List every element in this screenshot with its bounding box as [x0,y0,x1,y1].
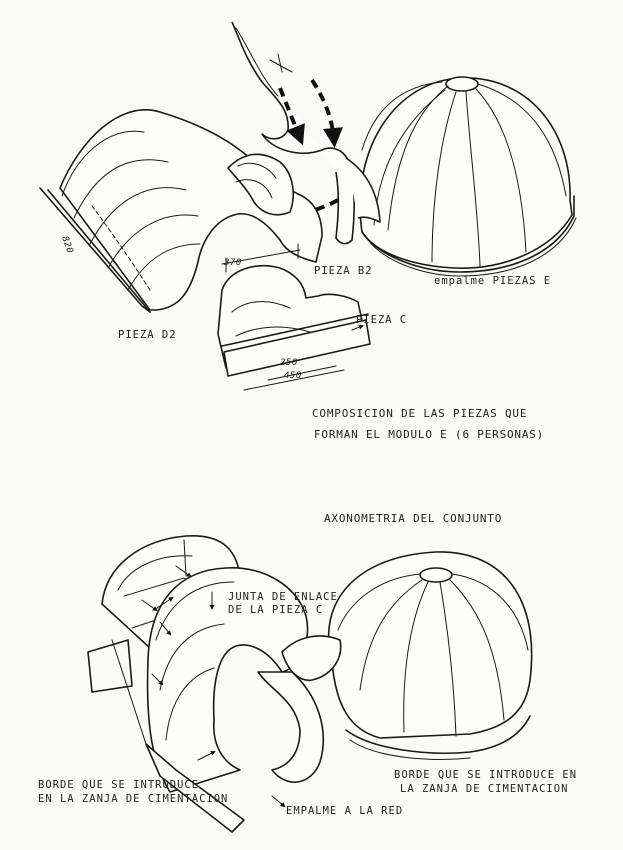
label-empalme-a-la-red: EMPALME A LA RED [286,805,404,817]
label-empalme-piezas-e: empalme PIEZAS E [434,275,552,287]
dome-top [359,76,577,277]
section-title: AXONOMETRIA DEL CONJUNTO [324,512,503,525]
label-junta-line-2: DE LA PIEZA C [228,604,324,616]
caption-line-2: FORMAN EL MODULO E (6 PERSONAS) [314,428,545,441]
label-borde-right-line-2: LA ZANJA DE CIMENTACION [400,783,569,795]
label-pieza-c: PIEZA C [356,314,408,326]
label-pieza-b2: PIEZA B2 [314,265,373,277]
label-borde-left-line-1: BORDE QUE SE INTRODUCE [38,779,200,791]
label-borde-left-line-2: EN LA ZANJA DE CIMENTACION [38,793,229,805]
label-junta-line-1: JUNTA DE ENLACE [228,591,338,603]
dome-bottom [327,551,533,760]
pieza-d2-shell [39,109,323,313]
dimension-370: 370 [224,258,242,268]
caption-line-1: COMPOSICION DE LAS PIEZAS QUE [312,407,528,420]
label-borde-right-line-1: BORDE QUE SE INTRODUCE EN [394,769,578,781]
pieza-c-band [217,243,371,391]
label-pieza-d2: PIEZA D2 [118,329,177,341]
dimension-450: 450 [284,371,302,381]
tunnel-assembly [87,535,342,833]
dimension-250: 250 [280,358,298,368]
